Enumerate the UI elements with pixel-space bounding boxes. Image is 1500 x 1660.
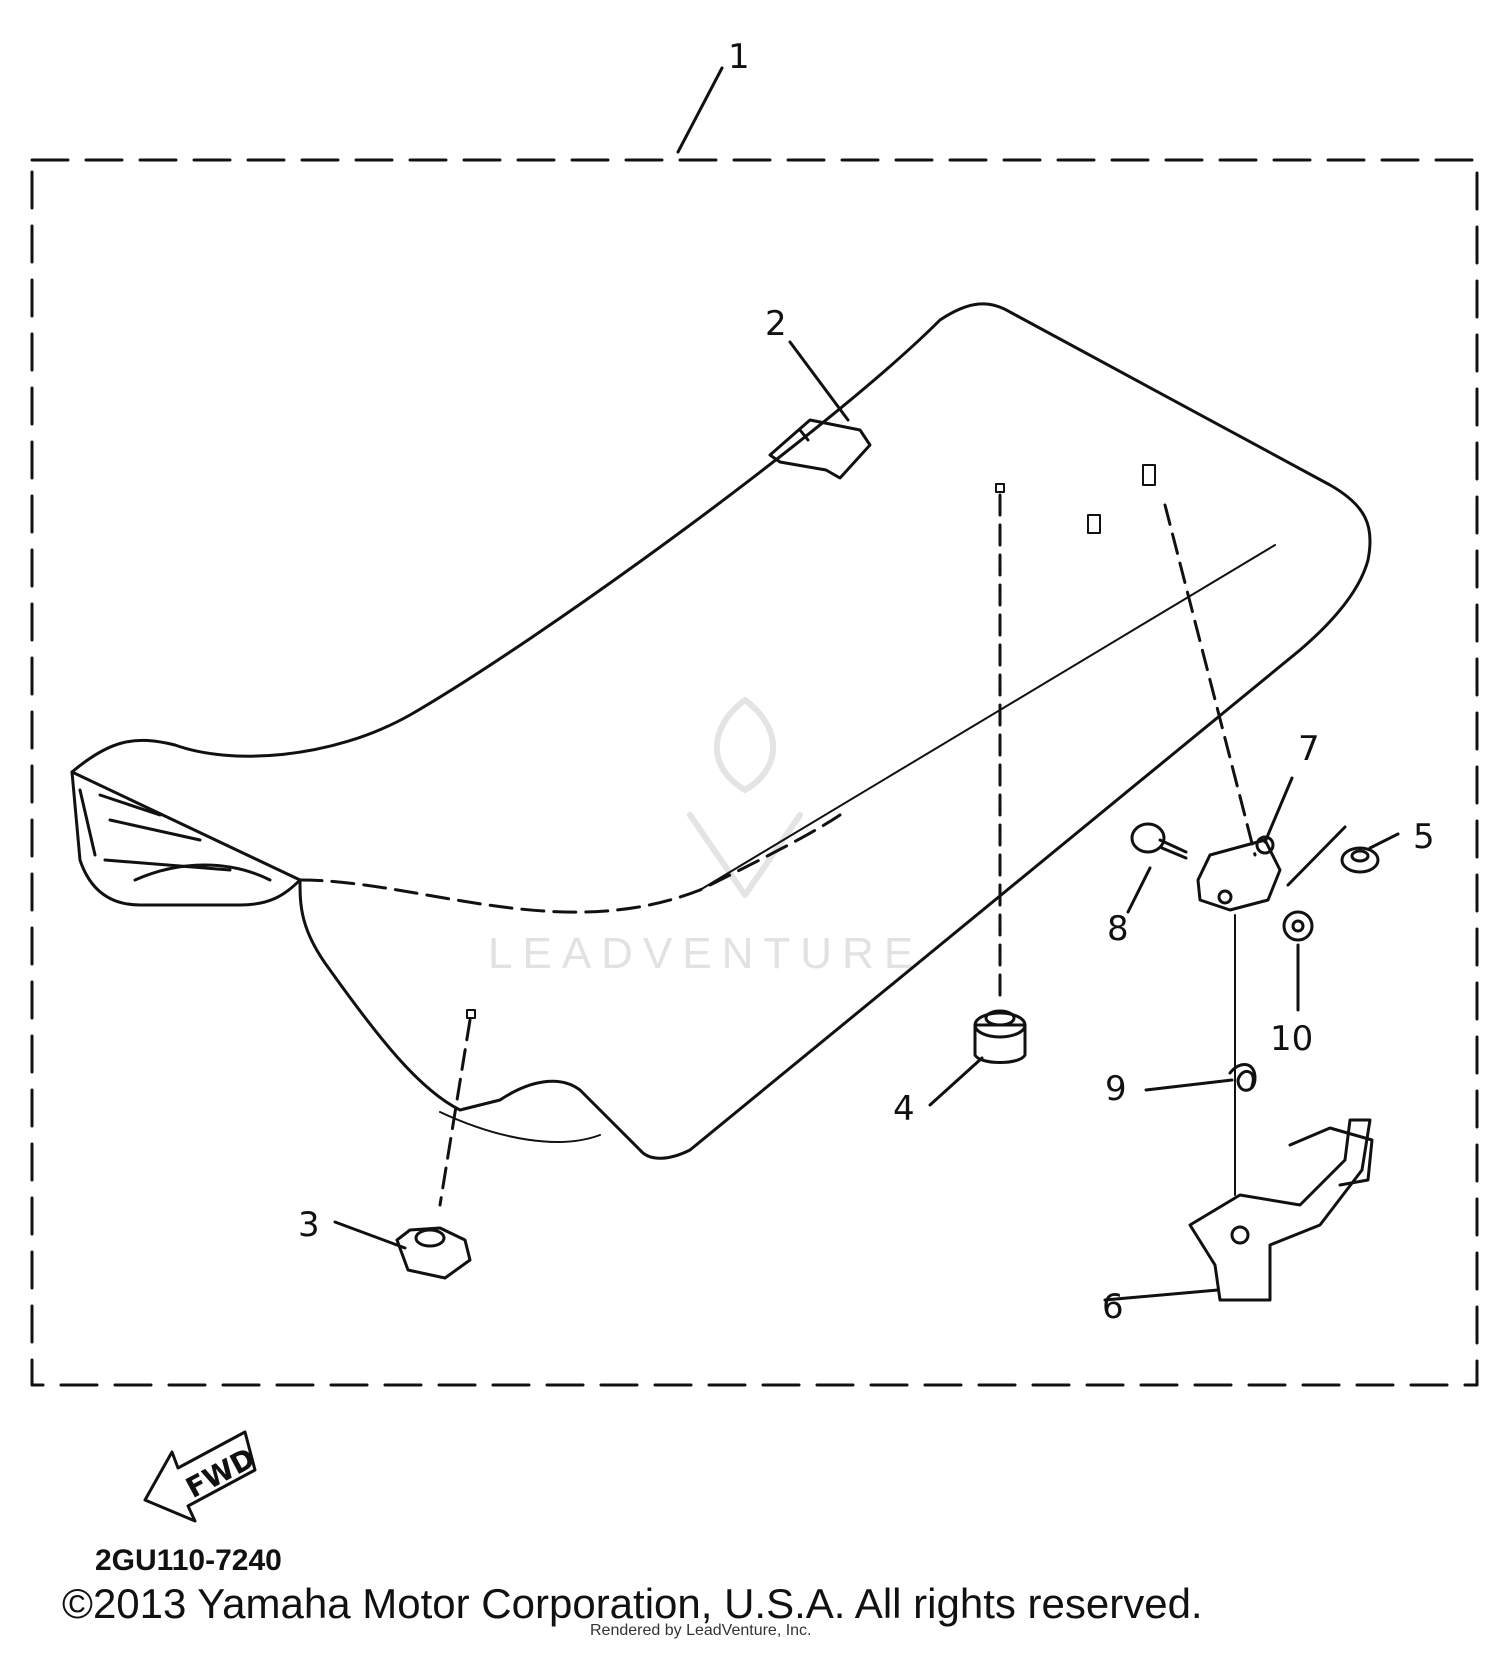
callout-10: 10: [1270, 1019, 1313, 1059]
kit-boundary: [30, 158, 1479, 1387]
callout-3: 3: [298, 1205, 320, 1245]
callout-8: 8: [1107, 909, 1129, 949]
locating-marks: [466, 464, 1156, 1019]
diagram-part-code: 2GU110-7240: [95, 1544, 282, 1577]
callout-1: 1: [728, 37, 750, 77]
part-4-damper: [973, 1009, 1027, 1064]
part-3-damper: [395, 1226, 472, 1280]
part-5-nut: [1340, 846, 1380, 874]
callout-2: 2: [765, 304, 787, 344]
copyright-notice: ©2013 Yamaha Motor Corporation, U.S.A. A…: [62, 1580, 1203, 1627]
part-10-washer: [1282, 910, 1314, 942]
part-2-seat-tab: [768, 418, 872, 480]
callout-9: 9: [1105, 1069, 1127, 1109]
rendered-by-credit: Rendered by LeadVenture, Inc.: [590, 1622, 812, 1639]
callout-numbers: 1 2 3 4 5 6 7 8 9 10: [298, 37, 1435, 1327]
callout-leaders: [333, 66, 1400, 1302]
fwd-arrow-icon: [143, 1430, 257, 1523]
callout-5: 5: [1413, 817, 1435, 857]
part-7-bracket: [1196, 835, 1282, 912]
part-6-seat-lock: [1188, 1118, 1374, 1302]
callout-7: 7: [1298, 729, 1320, 769]
part-8-bolt: [1130, 822, 1188, 860]
callout-6: 6: [1102, 1287, 1124, 1327]
assembly-leader-lines: [438, 493, 1257, 1207]
watermark-text: LEADVENTURE: [488, 929, 923, 978]
callout-4: 4: [893, 1089, 915, 1129]
fwd-label: FWD: [180, 1441, 260, 1505]
part-9-spring: [1228, 1063, 1257, 1092]
seat-assembly-outline: [70, 302, 1372, 1160]
